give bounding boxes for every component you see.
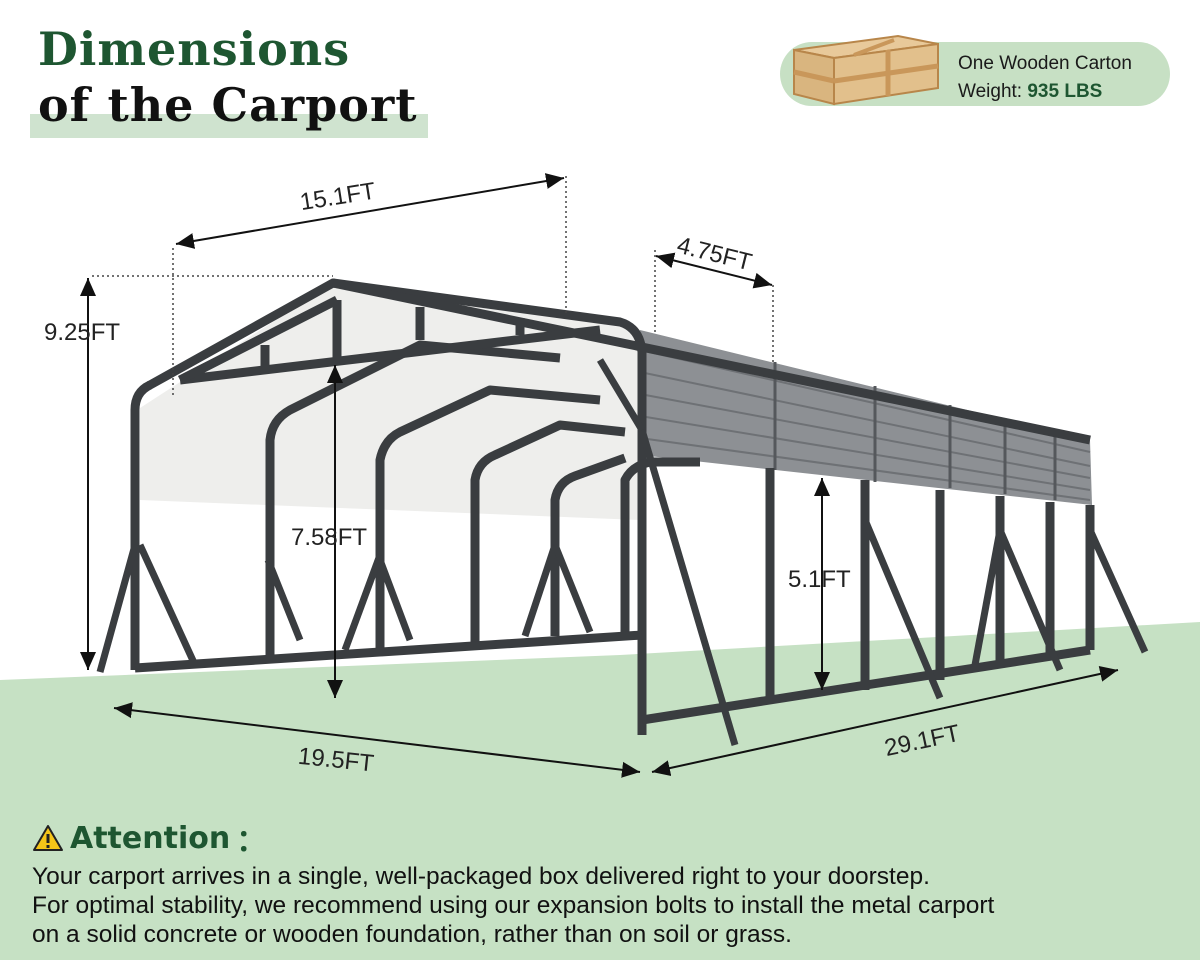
dim-eave-height: 7.58FT (291, 524, 367, 551)
dim-total-height: 9.25FT (44, 319, 120, 346)
title-highlight (30, 114, 428, 138)
dim-width-top: 15.1FT (298, 177, 378, 216)
warning-icon (33, 825, 63, 851)
attention-line: Your carport arrives in a single, well-p… (32, 863, 930, 890)
weight-value: 935 LBS (1027, 81, 1103, 102)
attention-heading: Attention： (32, 816, 1182, 860)
attention-line: on a solid concrete or wooden foundation… (32, 921, 792, 948)
title-line-2: of the Carport (38, 78, 418, 132)
carton-label: One Wooden Carton (958, 53, 1132, 74)
attention-colon: ： (236, 824, 267, 859)
attention-line: For optimal stability, we recommend usin… (32, 892, 995, 919)
attention-body: Your carport arrives in a single, well-p… (32, 862, 1182, 949)
wooden-carton-icon (793, 34, 939, 106)
attention-section: Attention： Your carport arrives in a sin… (32, 816, 1182, 949)
attention-title: Attention (70, 820, 231, 856)
page-title: Dimensions of the Carport (30, 22, 430, 142)
carton-weight: Weight: 935 LBS (958, 78, 1132, 106)
weight-label: Weight: (958, 81, 1023, 102)
carton-info: One Wooden Carton Weight: 935 LBS (958, 50, 1132, 106)
dim-side-height: 5.1FT (788, 566, 851, 593)
title-line-1: Dimensions (38, 22, 351, 76)
